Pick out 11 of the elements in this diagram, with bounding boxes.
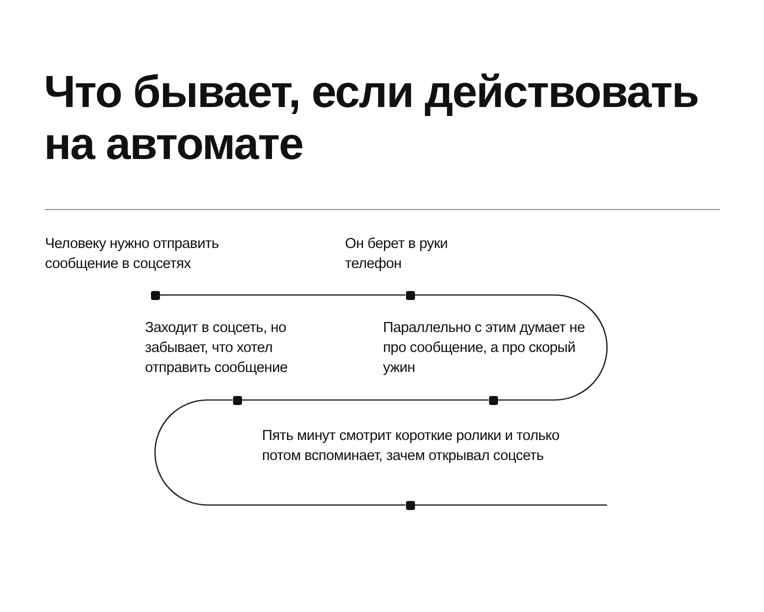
- connector-line: [414, 504, 607, 506]
- connector-line: [242, 399, 488, 401]
- title: Что бывает, если действовать на автомате: [44, 66, 700, 170]
- step-text: Он берет в руки телефон: [345, 235, 449, 274]
- step-text: Параллельно с этим думает не про сообщение, а про скорый ужин: [383, 319, 586, 378]
- step-text: Пять минут смотрит короткие ролики и только потом вспоминает, зачем открывал соцсеть: [262, 427, 560, 466]
- step-text: Человеку нужно отправить сообщение в соцсетях: [45, 235, 220, 274]
- connector-line: [160, 294, 406, 296]
- connector-line: [414, 294, 608, 401]
- step-text: Заходит в соцсеть, но забывает, что хотел отправить сообщение: [145, 319, 289, 378]
- connector-line: [154, 399, 406, 506]
